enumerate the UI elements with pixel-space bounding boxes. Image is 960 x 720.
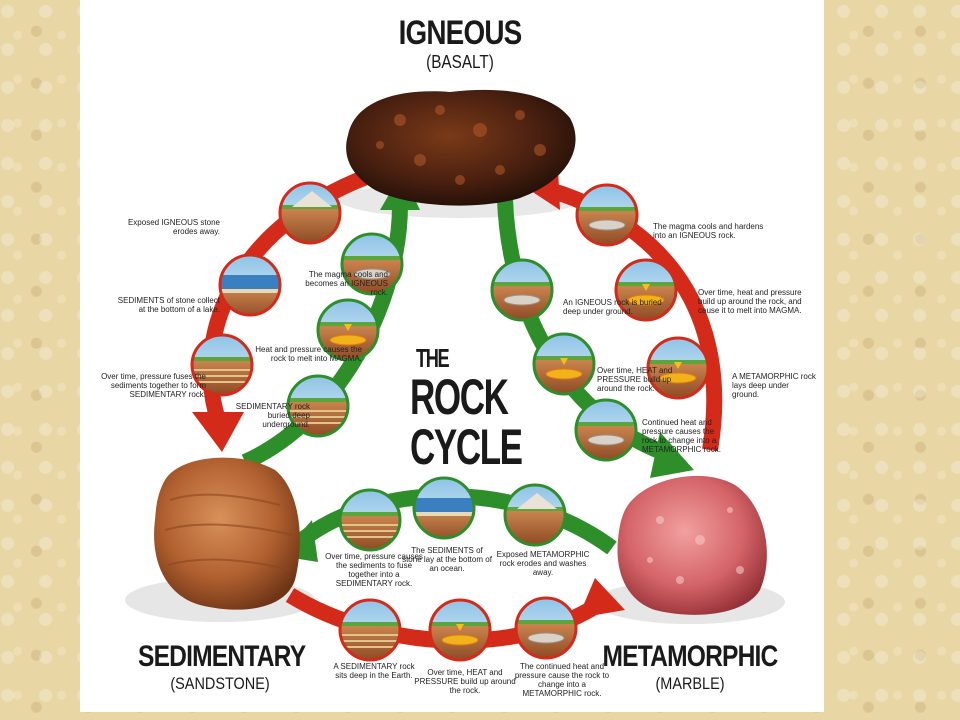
- stage-circle-3: [190, 333, 254, 397]
- stage-circle-17: [428, 598, 492, 662]
- red-arrow-bottom-head: [578, 578, 625, 618]
- caption-continued-bottom: The continued heat and pressure cause th…: [514, 662, 610, 698]
- caption-metamorphic-deep: A METAMORPHIC rock lays deep under groun…: [732, 372, 816, 399]
- caption-heat-pressure-bottom: Over time, HEAT and PRESSURE build up ar…: [414, 668, 516, 695]
- igneous-rock-texture: [376, 105, 546, 185]
- caption-pressure-sediments-fuse: Over time, pressure causes the sediments…: [325, 552, 423, 588]
- caption-magma-cools-right: The magma cools and hardens into an IGNE…: [653, 222, 764, 240]
- main-title-line-2: ROCK: [410, 369, 509, 425]
- stage-circle-18: [514, 596, 578, 660]
- caption-magma-cools-left: The magma cools and becomes an IGNEOUS r…: [305, 270, 388, 297]
- caption-continued-heat: Continued heat and pressure causes the r…: [642, 418, 721, 454]
- stage-circle-10: [490, 258, 554, 322]
- caption-over-time-heat: Over time, HEAT and PRESSURE build up ar…: [597, 366, 673, 393]
- marble-texture: [647, 507, 744, 584]
- diagram-graphics: [125, 89, 785, 662]
- caption-pressure-fuses: Over time, pressure fuses the sediments …: [101, 372, 206, 399]
- stage-circle-7: [575, 183, 639, 247]
- stage-circle-4: [340, 232, 404, 296]
- stage-circle-8: [614, 258, 678, 322]
- sedimentary-example: (SANDSTONE): [170, 674, 270, 693]
- stage-circle-14: [412, 476, 476, 540]
- stage-circle-1: [278, 181, 342, 245]
- sandstone-texture: [164, 493, 293, 571]
- metamorphic-example: (MARBLE): [655, 674, 725, 693]
- main-title-line-3: CYCLE: [410, 419, 523, 475]
- caption-sediments-lake: SEDIMENTS of stone collect at the bottom…: [117, 296, 220, 314]
- red-arrow-left-head: [192, 412, 244, 452]
- stage-circle-6: [286, 374, 350, 438]
- stage-circle-13: [338, 488, 402, 552]
- stage-circle-16: [338, 598, 402, 662]
- caption-exposed-igneous: Exposed IGNEOUS stone erodes away.: [127, 218, 220, 236]
- caption-heat-pressure-build: Over time, heat and pressure build up ar…: [698, 288, 802, 315]
- stage-circle-12: [574, 398, 638, 462]
- sedimentary-title: SEDIMENTARY: [138, 640, 306, 673]
- stage-circle-9: [646, 336, 710, 400]
- caption-sediments-ocean: The SEDIMENTS of stone lay at the bottom…: [402, 546, 492, 573]
- metamorphic-title: METAMORPHIC: [602, 640, 778, 673]
- stage-circles: [190, 181, 710, 662]
- caption-exposed-metamorphic: Exposed METAMORPHIC rock erodes and wash…: [496, 550, 590, 577]
- marble-rock: [617, 475, 767, 615]
- caption-sedimentary-deep: A SEDIMENTARY rock sits deep in the Eart…: [333, 662, 415, 680]
- green-arrow-right-head: [650, 432, 694, 478]
- stage-circle-5: [316, 298, 380, 362]
- igneous-title: IGNEOUS: [398, 14, 523, 52]
- stage-circle-15: [503, 483, 567, 547]
- sandstone-rock: [154, 457, 300, 610]
- caption-igneous-buried: An IGNEOUS rock is buried deep under gro…: [563, 298, 662, 316]
- caption-heat-pressure-magma: Heat and pressure causes the rock to mel…: [255, 345, 362, 363]
- igneous-example: (BASALT): [426, 52, 494, 72]
- stage-circle-2: [218, 253, 282, 317]
- caption-sedimentary-buried: SEDIMENTARY rock buried deep underground…: [235, 402, 310, 429]
- main-title-line-1: THE: [416, 343, 450, 373]
- stage-circle-11: [532, 332, 596, 396]
- rock-cycle-diagram: IGNEOUS (BASALT) SEDIMENTARY (SANDSTONE)…: [80, 0, 824, 712]
